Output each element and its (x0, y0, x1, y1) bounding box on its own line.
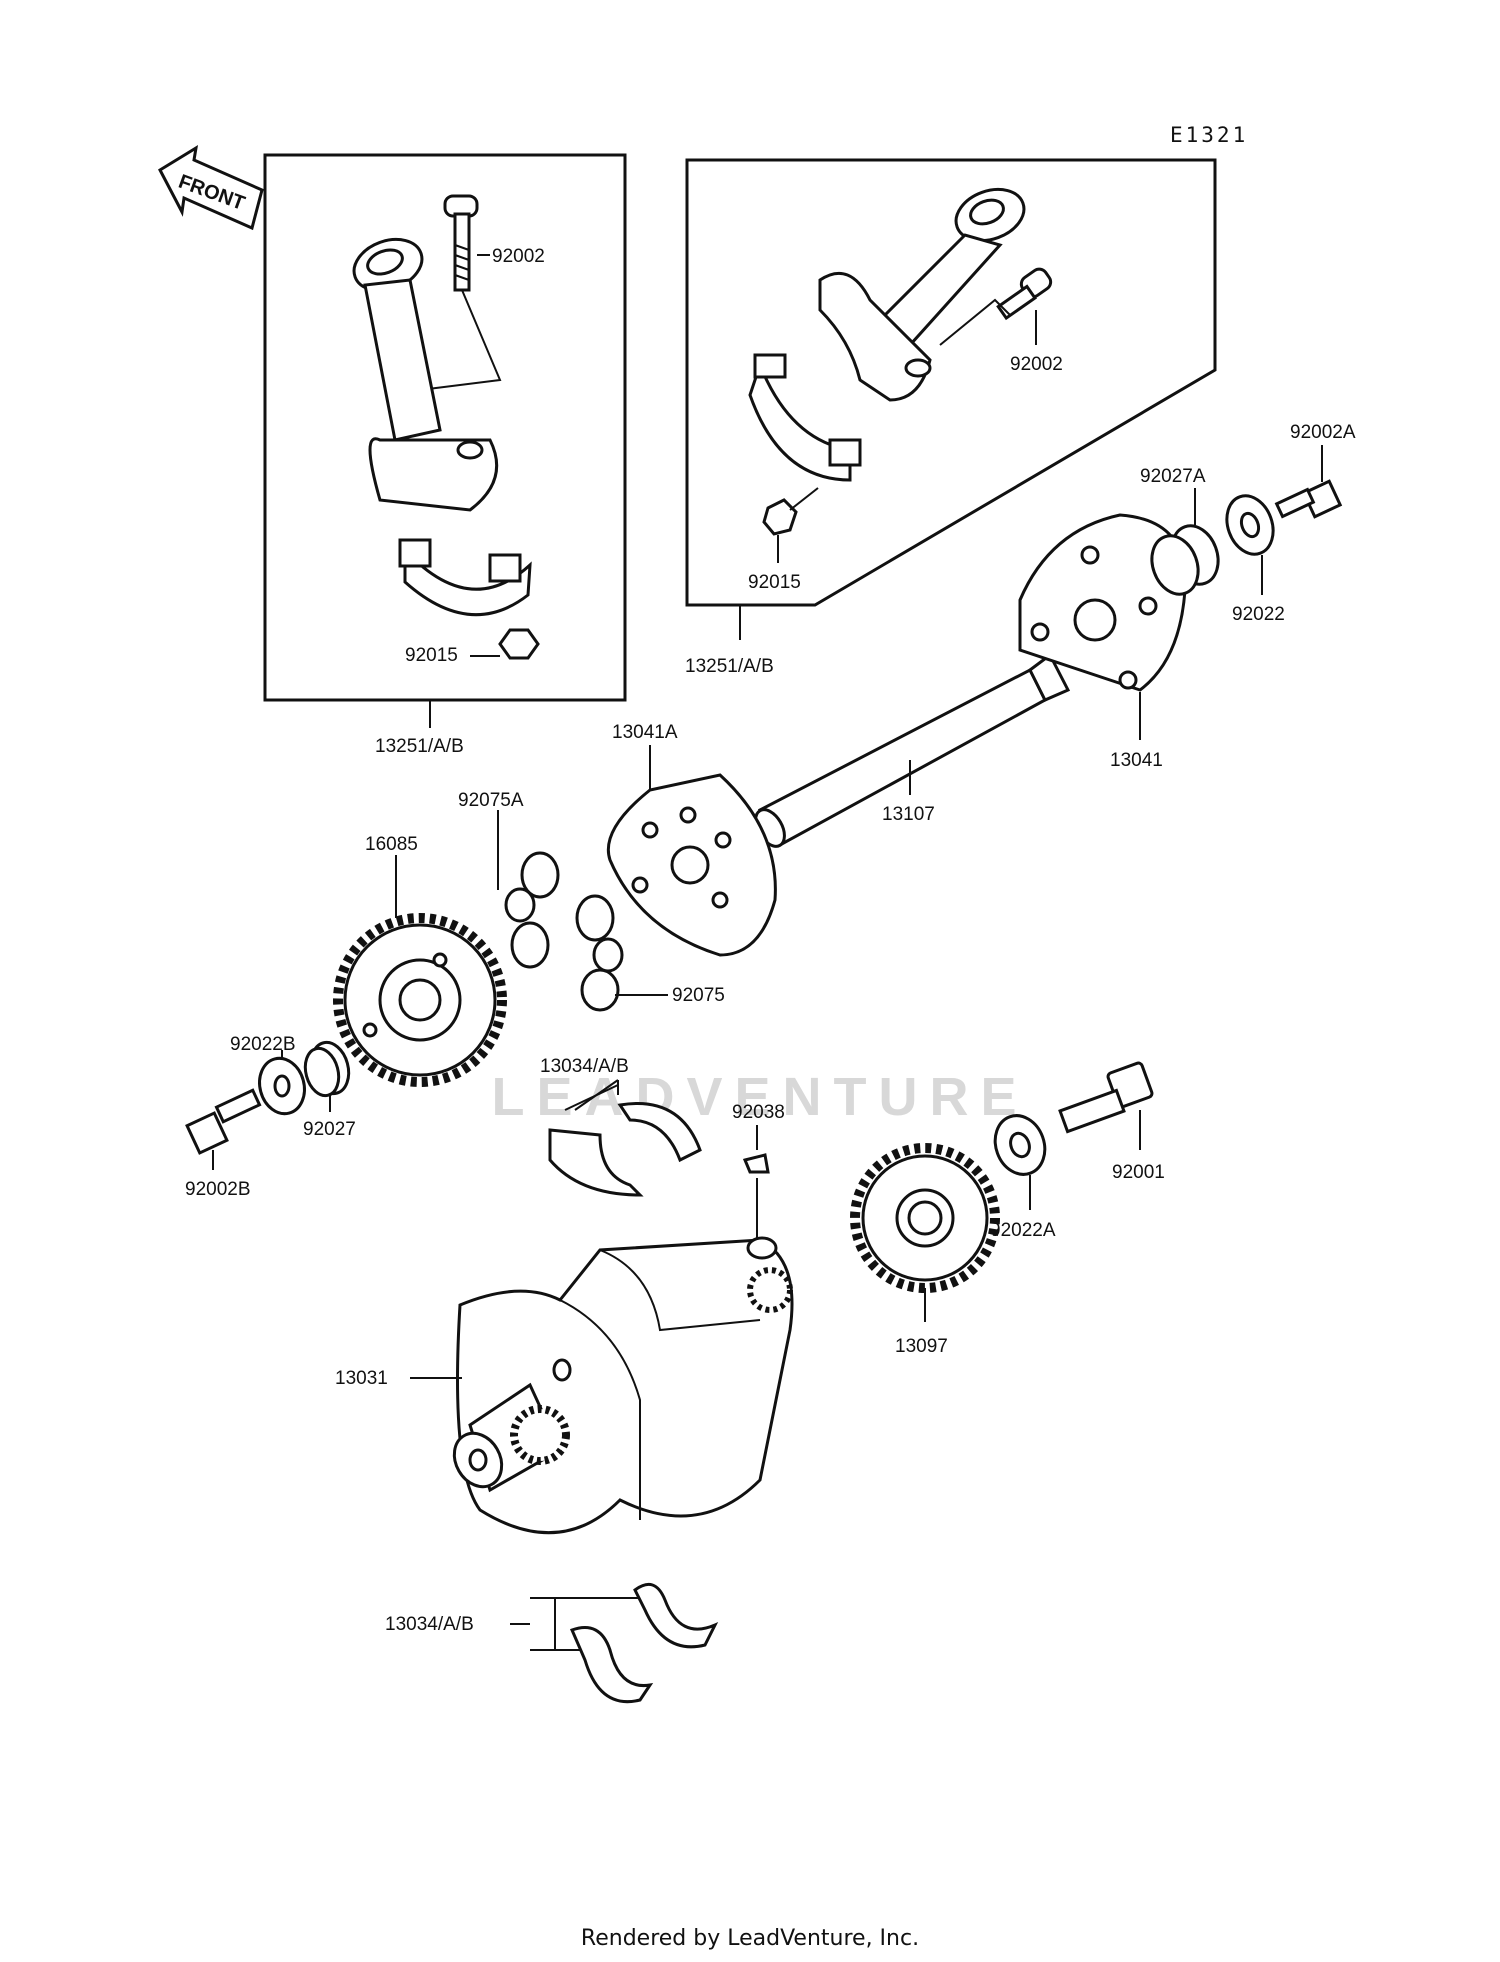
callout-13097: 13097 (895, 1336, 948, 1357)
conrod-assembly-right: 92002 92015 13251/A/B (685, 158, 1217, 677)
crank-gear-icon (850, 1143, 1000, 1293)
callout-92002A: 92002A (1290, 422, 1356, 443)
balancer-plate-icon (606, 773, 777, 957)
conrod-cap-icon (748, 353, 862, 482)
conrod-assembly-left: 92002 92015 13251/A/B (263, 153, 627, 757)
washer-icon (1225, 494, 1275, 556)
callout-13034-top: 13034/A/B (540, 1056, 629, 1077)
diagram-code: E1321 (1170, 123, 1248, 147)
washer-icon (258, 1056, 306, 1116)
connecting-rod-icon (818, 187, 1026, 402)
bearing-shell-icon (569, 1582, 719, 1704)
callout-92027A: 92027A (1140, 466, 1206, 487)
bearing-shell-icon (548, 1084, 702, 1197)
callout-92075A: 92075A (458, 790, 524, 811)
callout-92002B: 92002B (185, 1179, 251, 1200)
callout-92027: 92027 (303, 1119, 356, 1140)
balancer-gear-icon (333, 913, 507, 1087)
callout-92075: 92075 (672, 985, 725, 1006)
conrod-cap-icon (398, 538, 532, 617)
front-arrow-icon: FRONT (158, 145, 264, 231)
collar-icon (303, 1040, 351, 1098)
callout-13251-left: 13251/A/B (375, 736, 464, 757)
washer-icon (993, 1114, 1047, 1176)
callout-13041: 13041 (1110, 750, 1163, 771)
callout-92001: 92001 (1112, 1162, 1165, 1183)
callout-92022A: 92022A (990, 1220, 1056, 1241)
callout-13041A: 13041A (612, 722, 678, 743)
conrod-bolt-icon (443, 194, 479, 292)
callout-92002-left: 92002 (492, 246, 545, 267)
callout-92015-right: 92015 (748, 572, 801, 593)
callout-13031: 13031 (335, 1368, 388, 1389)
bolt-icon (185, 1088, 262, 1155)
conrod-nut-icon (762, 498, 798, 536)
crankshaft-icon (452, 1236, 794, 1535)
conrod-bolt-icon (996, 267, 1053, 321)
callout-92002-right: 92002 (1010, 354, 1063, 375)
collar-icon (1150, 524, 1220, 596)
bolt-icon (1274, 479, 1343, 519)
conrod-nut-icon (498, 628, 540, 660)
callout-16085: 16085 (365, 834, 418, 855)
callout-92038: 92038 (732, 1102, 785, 1123)
damper-icon (575, 894, 624, 1012)
connecting-rod-icon (352, 237, 499, 512)
watermark: LEADVENTURE (491, 1067, 1028, 1127)
damper-icon (504, 851, 560, 969)
bolt-icon (1058, 1061, 1154, 1134)
woodruff-key-icon (742, 1153, 770, 1174)
callout-92022B: 92022B (230, 1034, 296, 1055)
callout-92022: 92022 (1232, 604, 1285, 625)
callout-13107: 13107 (882, 804, 935, 825)
callout-13251-right: 13251/A/B (685, 656, 774, 677)
callout-13034-bottom: 13034/A/B (385, 1614, 474, 1635)
callout-92015-left: 92015 (405, 645, 458, 666)
footer-credit: Rendered by LeadVenture, Inc. (581, 1926, 919, 1951)
